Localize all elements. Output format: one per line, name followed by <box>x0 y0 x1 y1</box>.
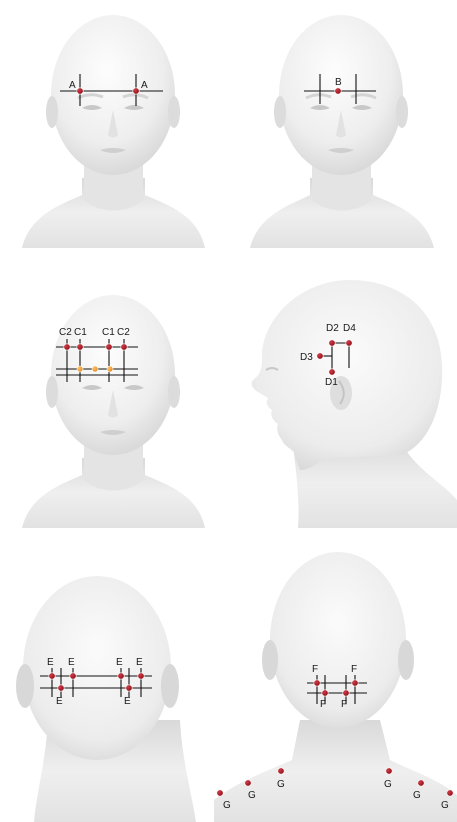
panel-front-b: B <box>250 15 434 248</box>
head-back <box>23 576 171 760</box>
head-back <box>270 552 406 728</box>
label-d1: D1 <box>325 377 338 388</box>
point-brow-center <box>92 366 98 372</box>
point-c2-left <box>64 344 70 350</box>
point-g-3 <box>278 768 284 774</box>
label-e-3: E <box>116 657 123 668</box>
point-f-3 <box>322 690 328 696</box>
left-ear <box>274 96 286 128</box>
label-e-1: E <box>47 657 54 668</box>
label-g-5: G <box>413 790 421 801</box>
point-e-3 <box>118 673 124 679</box>
label-f-2: F <box>351 664 357 675</box>
label-f-3: F <box>320 699 326 710</box>
point-d4 <box>346 340 352 346</box>
head-profile <box>252 280 442 470</box>
point-d2 <box>329 340 335 346</box>
label-c1-right: C1 <box>102 327 115 338</box>
right-ear <box>168 376 180 408</box>
point-e-5 <box>58 685 64 691</box>
point-brow-left <box>77 366 83 372</box>
point-c2-right <box>121 344 127 350</box>
panel-front-a: A A <box>22 15 205 248</box>
right-ear <box>396 96 408 128</box>
label-d4: D4 <box>343 323 356 334</box>
label-c1-left: C1 <box>74 327 87 338</box>
point-a-left <box>77 88 83 94</box>
point-e-1 <box>49 673 55 679</box>
label-d2: D2 <box>326 323 339 334</box>
label-f-1: F <box>312 664 318 675</box>
point-brow-right <box>107 366 113 372</box>
left-ear <box>16 664 34 708</box>
point-f-4 <box>343 690 349 696</box>
label-f-4: F <box>341 699 347 710</box>
label-g-1: G <box>223 800 231 811</box>
point-d3 <box>317 353 323 359</box>
panel-back-f: F F F F G G G G G G <box>214 552 457 822</box>
label-d3: D3 <box>300 352 313 363</box>
point-e-6 <box>126 685 132 691</box>
point-f-1 <box>314 680 320 686</box>
point-e-4 <box>138 673 144 679</box>
left-ear <box>46 376 58 408</box>
label-e-5: E <box>56 696 63 707</box>
label-g-4: G <box>384 779 392 790</box>
right-ear <box>398 640 414 680</box>
point-a-right <box>133 88 139 94</box>
label-a-left: A <box>69 80 76 91</box>
panel-front-c: C2 C1 C1 C2 <box>22 295 205 528</box>
point-g-6 <box>447 790 453 796</box>
point-c1-right <box>106 344 112 350</box>
label-e-4: E <box>136 657 143 668</box>
point-b <box>335 88 341 94</box>
label-e-2: E <box>68 657 75 668</box>
label-e-6: E <box>124 696 131 707</box>
point-g-2 <box>245 780 251 786</box>
label-g-6: G <box>441 800 449 811</box>
right-ear <box>161 664 179 708</box>
point-g-4 <box>386 768 392 774</box>
label-g-3: G <box>277 779 285 790</box>
label-c2-right: C2 <box>117 327 130 338</box>
left-ear <box>46 96 58 128</box>
point-f-2 <box>352 680 358 686</box>
label-g-2: G <box>248 790 256 801</box>
left-ear <box>262 640 278 680</box>
right-ear <box>168 96 180 128</box>
label-a-right: A <box>141 80 148 91</box>
label-c2-left: C2 <box>59 327 72 338</box>
point-e-2 <box>70 673 76 679</box>
point-d1 <box>329 369 335 375</box>
panel-side-d: D2 D4 D3 D1 <box>252 280 457 528</box>
label-b: B <box>335 77 342 88</box>
panel-back-e: E E E E E E <box>16 576 196 822</box>
shoulders-back <box>214 720 457 822</box>
point-c1-left <box>77 344 83 350</box>
point-g-1 <box>217 790 223 796</box>
point-g-5 <box>418 780 424 786</box>
